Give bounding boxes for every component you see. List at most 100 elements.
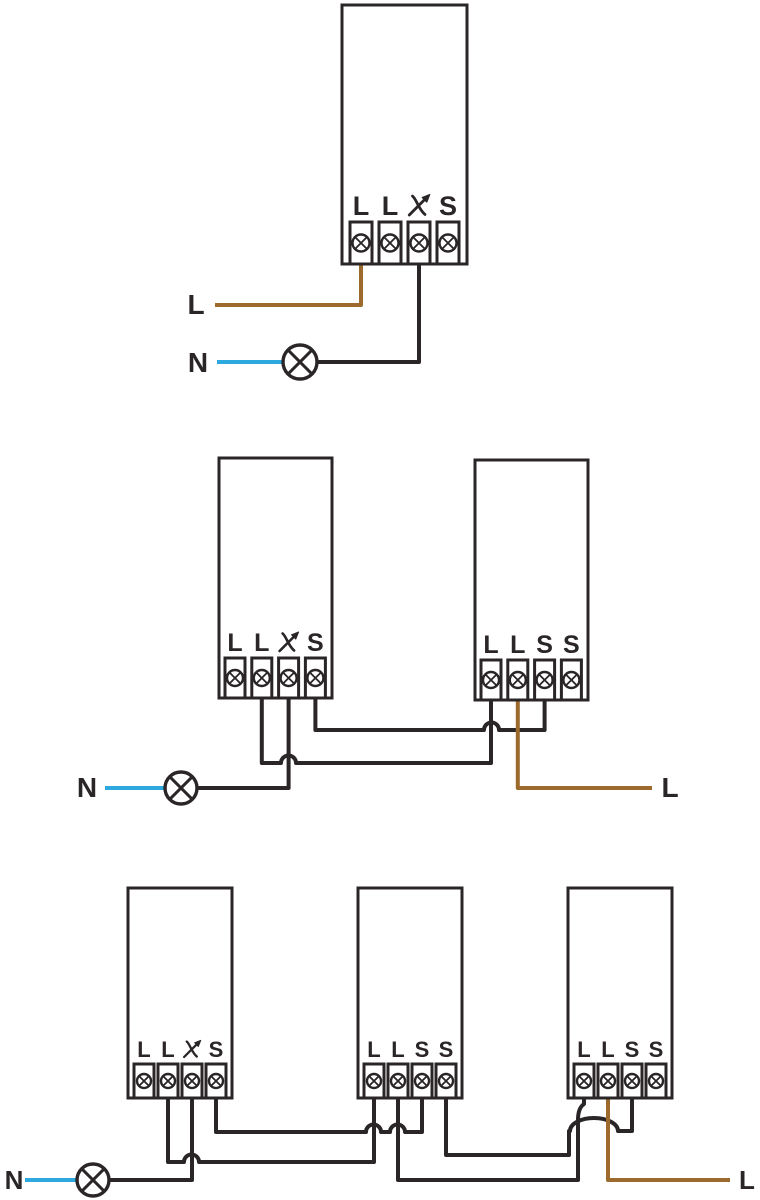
terminal-label: L xyxy=(577,1037,590,1062)
terminal-screw-cross xyxy=(186,1075,198,1087)
wire-live xyxy=(606,1098,730,1182)
terminal-screw-cross xyxy=(412,236,426,250)
label-live: L xyxy=(739,1165,755,1195)
terminal-screw-cross xyxy=(162,1075,174,1087)
wire-live xyxy=(515,700,652,790)
terminal-screw-cross xyxy=(416,1075,428,1087)
terminal-label: S xyxy=(625,1037,640,1062)
label-live: L xyxy=(187,289,204,320)
terminal-label: L xyxy=(254,629,269,657)
terminal-screw-cross xyxy=(309,671,322,685)
wire-live-link-2 xyxy=(396,1098,586,1182)
terminal-label: S xyxy=(536,631,553,659)
terminal-label: L xyxy=(601,1037,614,1062)
terminal-screw-cross xyxy=(368,1075,380,1087)
terminal-screw-circle xyxy=(437,1072,455,1090)
label-neutral: N xyxy=(5,1165,24,1195)
terminal-screw-cross xyxy=(138,1075,150,1087)
wire-live xyxy=(215,264,363,307)
terminal-screw-circle xyxy=(207,1072,225,1090)
wire-switch-link xyxy=(313,698,547,732)
terminal-screw-cross xyxy=(511,673,525,687)
wire-dimmed-live-to-lamp xyxy=(197,698,291,790)
terminal-screw-circle xyxy=(508,670,527,690)
terminal-screw-cross xyxy=(440,1075,452,1087)
terminal-label: S xyxy=(439,191,457,221)
wire-dimmed-live-to-lamp xyxy=(109,1098,194,1182)
terminal-screw-circle xyxy=(135,1072,153,1090)
terminal-screw-circle xyxy=(409,233,429,253)
terminal-label: L xyxy=(367,1037,380,1062)
label-neutral: N xyxy=(77,772,97,803)
terminal-label: L xyxy=(382,191,399,221)
terminal-screw-circle xyxy=(380,233,400,253)
terminal-screw-cross xyxy=(626,1075,638,1087)
terminal-label: S xyxy=(563,631,580,659)
label-live: L xyxy=(661,772,678,803)
terminal-screw-cross xyxy=(255,671,269,685)
lamp-cross xyxy=(168,775,194,801)
terminal-screw-cross xyxy=(602,1075,614,1087)
terminal-screw-circle xyxy=(575,1072,593,1090)
terminal-label: L xyxy=(161,1037,174,1062)
dimmer-output-arrow-icon xyxy=(278,631,300,653)
dimmer-output-arrow-icon xyxy=(182,1039,202,1059)
terminal-label: S xyxy=(649,1037,664,1062)
terminal-screw-circle xyxy=(159,1072,177,1090)
terminal-screw-cross xyxy=(441,236,455,250)
terminal-screw-circle xyxy=(306,668,325,688)
terminal-screw-cross xyxy=(383,236,397,250)
terminal-label: S xyxy=(439,1037,454,1062)
terminal-label: L xyxy=(483,631,498,659)
terminal-label: L xyxy=(227,629,242,657)
terminal-screw-circle xyxy=(599,1072,617,1090)
terminal-screw-circle xyxy=(389,1072,407,1090)
terminal-screw-cross xyxy=(565,673,578,687)
wire-switch-link xyxy=(214,1098,424,1134)
terminal-screw-cross xyxy=(538,673,551,687)
dimmer-output-arrow-icon xyxy=(407,193,431,217)
terminal-screw-cross xyxy=(650,1075,662,1087)
label-neutral: N xyxy=(188,347,208,378)
terminal-screw-circle xyxy=(252,668,271,688)
terminal-screw-circle xyxy=(562,670,581,690)
terminal-label: S xyxy=(209,1037,224,1062)
terminal-screw-circle xyxy=(279,668,298,688)
terminal-label: S xyxy=(415,1037,430,1062)
terminal-screw-cross xyxy=(578,1075,590,1087)
terminal-screw-circle xyxy=(365,1072,383,1090)
terminal-screw-circle xyxy=(438,233,458,253)
lamp-symbol xyxy=(163,770,199,806)
terminal-label: L xyxy=(510,631,525,659)
terminal-label: L xyxy=(353,191,370,221)
terminal-label: S xyxy=(307,629,324,657)
terminal-screw-cross xyxy=(484,673,498,687)
lamp-cross xyxy=(286,348,314,376)
terminal-screw-cross xyxy=(228,671,242,685)
terminal-label: L xyxy=(137,1037,150,1062)
terminal-screw-circle xyxy=(481,670,501,690)
wire-dimmed-live-to-lamp xyxy=(317,264,421,364)
lamp-cross xyxy=(80,1167,106,1193)
terminal-screw-cross xyxy=(282,671,295,685)
terminal-screw-circle xyxy=(351,233,371,253)
terminal-screw-circle xyxy=(183,1072,201,1090)
terminal-screw-circle xyxy=(623,1072,641,1090)
terminal-screw-circle xyxy=(225,668,245,688)
terminal-screw-cross xyxy=(210,1075,222,1087)
terminal-screw-cross xyxy=(354,236,368,250)
lamp-symbol xyxy=(281,343,319,381)
terminal-screw-circle xyxy=(413,1072,431,1090)
terminal-screw-circle xyxy=(647,1072,665,1090)
terminal-screw-cross xyxy=(392,1075,404,1087)
